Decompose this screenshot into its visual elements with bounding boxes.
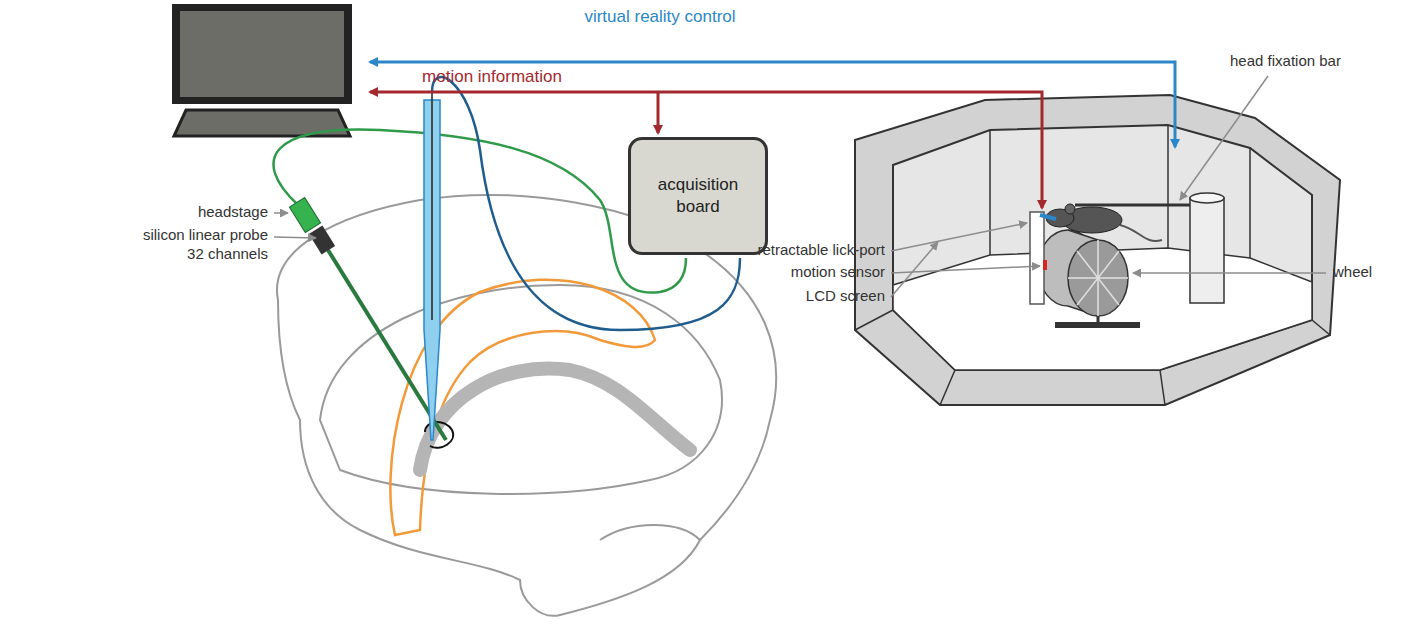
leader-line xyxy=(891,242,938,297)
rim-edge xyxy=(1312,320,1330,335)
part-label: motion sensor xyxy=(791,263,885,282)
motion-arrow-branch xyxy=(657,92,660,133)
fixation-post xyxy=(1190,193,1224,303)
leader-line xyxy=(274,237,316,238)
wheel-front xyxy=(1068,240,1128,316)
brainstem-line xyxy=(600,525,700,540)
lick-port-body xyxy=(1030,212,1044,304)
monitor-frame xyxy=(172,4,352,104)
head-bar xyxy=(1075,204,1190,207)
wheel-spoke xyxy=(1077,251,1119,305)
signal-label: motion information xyxy=(422,66,562,87)
part-label: wheel xyxy=(1333,263,1372,282)
panel-edge xyxy=(1249,148,1251,258)
wheel-base xyxy=(1055,322,1140,328)
vr-rig xyxy=(855,95,1340,405)
pipette-wire xyxy=(431,92,433,320)
part-label: silicon linear probe 32 channels xyxy=(134,226,268,264)
vr-control-arrow xyxy=(370,62,1175,147)
rim-edge xyxy=(1160,370,1165,405)
brain-outline xyxy=(277,195,776,616)
wheel-spoke xyxy=(1077,251,1119,305)
panel-edge xyxy=(1167,125,1169,248)
lick-port xyxy=(1030,212,1056,304)
leader-line xyxy=(1133,272,1326,274)
panel-edge xyxy=(989,130,991,255)
leader-line xyxy=(891,223,1027,251)
part-label: LCD screen xyxy=(806,287,885,306)
part-label: retractable lick-port xyxy=(757,241,885,260)
wheel-illustration xyxy=(1038,230,1140,328)
screen-panels xyxy=(893,125,1312,370)
mouse xyxy=(1046,204,1162,241)
cortex-boundary xyxy=(320,285,722,494)
board-box: acquisition board xyxy=(628,137,768,255)
monitor-screen xyxy=(180,11,344,97)
rim-edge xyxy=(940,370,955,405)
post-body xyxy=(1190,198,1224,303)
computer xyxy=(172,4,352,136)
glass-pipette xyxy=(424,92,440,440)
mouse-ear xyxy=(1065,204,1075,214)
silicon-probe xyxy=(289,198,446,440)
leader-line xyxy=(1180,76,1268,200)
brain xyxy=(277,195,776,616)
headstage-body xyxy=(289,198,320,233)
probe-base xyxy=(309,226,335,255)
part-label: head fixation bar xyxy=(1230,52,1341,71)
part-label: headstage xyxy=(198,203,268,222)
leader-lines xyxy=(274,76,1326,297)
mouse-tail xyxy=(1120,225,1162,241)
rim-edge xyxy=(855,310,893,330)
box-text: acquisition board xyxy=(641,174,755,218)
post-top xyxy=(1190,193,1224,203)
signal-label: virtual reality control xyxy=(584,6,735,27)
enclosure-rim xyxy=(855,95,1340,405)
lick-spout xyxy=(1040,215,1056,219)
white-matter-band xyxy=(420,368,690,470)
motion-sensor xyxy=(1043,260,1047,270)
leader-line xyxy=(274,212,288,214)
